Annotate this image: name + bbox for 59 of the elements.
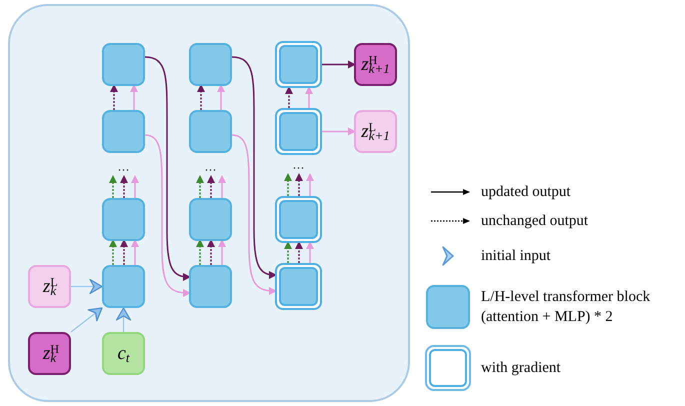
arrow	[109, 239, 117, 265]
state-box	[354, 43, 397, 86]
arrow	[120, 175, 128, 198]
transformer-block	[102, 265, 145, 308]
arrow	[322, 128, 356, 136]
input-chevron	[71, 278, 103, 294]
arrow	[295, 241, 303, 263]
gradient-transformer-block	[275, 196, 322, 243]
arrow	[284, 241, 292, 263]
state-box	[102, 332, 145, 375]
arrow	[295, 173, 303, 196]
transformer-block	[102, 110, 145, 153]
arrow	[130, 84, 138, 110]
gradient-transformer-block	[275, 41, 322, 88]
gradient-transformer-block	[275, 108, 322, 155]
state-box	[354, 110, 397, 153]
arrow	[218, 175, 226, 198]
arrow	[306, 241, 314, 263]
ellipsis: ···	[292, 162, 304, 174]
arrow	[120, 239, 128, 265]
legend-text: initial input	[481, 247, 552, 266]
arrow	[232, 134, 277, 295]
transformer-block	[189, 110, 232, 153]
arrow	[305, 86, 313, 108]
transformer-block	[102, 198, 145, 241]
arrow	[196, 175, 204, 198]
arrow	[217, 84, 225, 110]
arrow	[131, 239, 139, 265]
arrow	[207, 175, 215, 198]
arrow	[284, 173, 292, 196]
arrow	[109, 175, 117, 198]
math-symbol: c$_{t}$	[117, 344, 130, 363]
arrow	[285, 86, 293, 108]
transformer-block	[189, 198, 232, 241]
ellipsis: ···	[118, 164, 130, 176]
arrow	[144, 134, 191, 297]
arrow	[218, 239, 226, 265]
transformer-block	[102, 43, 145, 86]
input-chevron	[70, 307, 103, 332]
arrow	[110, 84, 118, 110]
legend-text: with gradient	[481, 359, 562, 378]
gradient-transformer-block	[275, 263, 322, 310]
arrow	[131, 175, 139, 198]
legend-text: L/H-level transformer block (attention + MLP) * 2	[481, 288, 652, 327]
legend-text: unchanged output	[481, 212, 590, 231]
transformer-block	[189, 43, 232, 86]
ellipsis: ···	[204, 164, 216, 176]
arrow	[207, 239, 215, 265]
state-box	[28, 265, 71, 308]
arrow	[306, 173, 314, 196]
legend-text: updated output	[481, 183, 572, 202]
transformer-block	[189, 265, 232, 308]
input-chevron	[116, 307, 132, 332]
arrow	[196, 239, 204, 265]
state-box	[28, 332, 71, 375]
arrow	[232, 56, 277, 279]
arrow	[322, 60, 356, 68]
arrow	[197, 84, 205, 110]
arrow	[144, 56, 191, 281]
